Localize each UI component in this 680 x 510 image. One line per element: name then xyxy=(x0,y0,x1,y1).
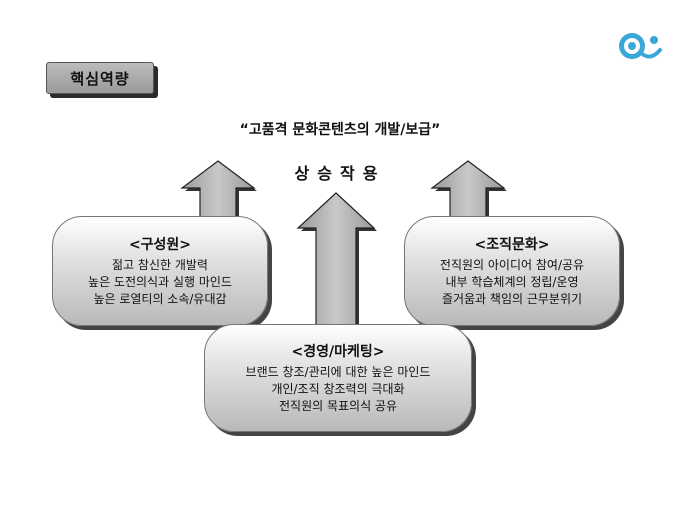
members-line-1: 젊고 참신한 개발력 xyxy=(112,258,208,272)
synergy-label: 상승작용 xyxy=(294,164,386,183)
culture-title: <조직문화> xyxy=(474,237,550,253)
management-line-2: 개인/조직 창조력의 극대화 xyxy=(271,382,405,396)
members-line-3: 높은 로열티의 소속/유대감 xyxy=(93,292,227,306)
culture-box: <조직문화> 전직원의 아이디어 참여/공유 내부 학습체계의 정립/운영 즐거… xyxy=(404,216,620,326)
bubble-logo-icon xyxy=(619,33,662,59)
management-line-3: 전직원의 목표의식 공유 xyxy=(278,399,398,413)
culture-line-1: 전직원의 아이디어 참여/공유 xyxy=(439,258,585,272)
management-title: <경영/마케팅> xyxy=(291,344,385,360)
culture-line-2: 내부 학습체계의 정립/운영 xyxy=(445,275,579,289)
culture-line-3: 즐거움과 책임의 근무분위기 xyxy=(441,292,583,306)
headline: “고품격 문화콘텐츠의 개발/보급” xyxy=(239,122,441,138)
left-up-arrow xyxy=(180,160,257,231)
management-line-1: 브랜드 창조/관리에 대한 높은 마인드 xyxy=(245,365,431,379)
management-box: <경영/마케팅> 브랜드 창조/관리에 대한 높은 마인드 개인/조직 창조력의… xyxy=(204,324,472,432)
members-box: <구성원> 젊고 참신한 개발력 높은 도전의식과 실행 마인드 높은 로열티의… xyxy=(52,216,268,326)
section-badge: 핵심역량 xyxy=(46,62,154,94)
members-title: <구성원> xyxy=(128,237,192,253)
right-up-arrow xyxy=(430,160,507,231)
members-line-2: 높은 도전의식과 실행 마인드 xyxy=(88,275,232,289)
center-up-arrow xyxy=(296,192,377,337)
